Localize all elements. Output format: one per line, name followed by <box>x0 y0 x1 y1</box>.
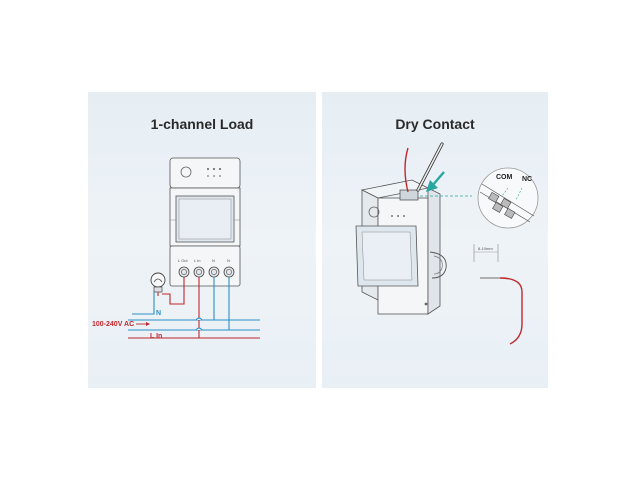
neutral-label: N <box>156 310 162 317</box>
com-label: COM <box>496 174 513 181</box>
terminal-screws <box>178 266 235 278</box>
stripped-wire <box>480 277 523 345</box>
button-icon <box>180 166 192 178</box>
terminal-label-lin: L In <box>194 258 201 263</box>
bulb-icon <box>150 272 166 293</box>
line-in-label: L In <box>150 333 163 340</box>
load-panel-title: 1-channel Load <box>150 116 254 132</box>
relay-device <box>355 179 447 315</box>
relay-device <box>169 157 241 287</box>
dry-contact-panel: Dry Contact <box>322 92 548 388</box>
terminal-label-n2: N <box>227 258 230 263</box>
terminal-label-n1: N <box>212 258 215 263</box>
button-icon <box>368 206 380 218</box>
terminal-detail-magnifier <box>477 167 539 229</box>
screwdriver-icon <box>416 142 444 192</box>
one-channel-load-panel: 1-channel Load <box>88 92 316 388</box>
dry-contact-diagram <box>355 142 539 345</box>
push-arrow-icon <box>426 171 445 192</box>
terminal-label-lout: L Out <box>178 258 188 263</box>
voltage-label: 100-240V AC <box>92 321 135 328</box>
nc-label: NC <box>522 176 533 183</box>
strip-length-label: 8-10mm <box>478 246 493 251</box>
dry-contact-title: Dry Contact <box>395 116 475 132</box>
load-wiring-diagram <box>128 157 260 339</box>
